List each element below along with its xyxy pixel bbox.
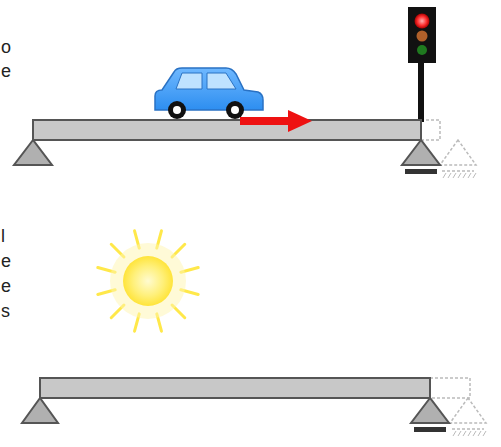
roller-base <box>405 169 437 174</box>
red-light <box>415 14 430 29</box>
signal-housing <box>408 7 436 63</box>
margin-text: e <box>1 252 11 270</box>
ghost-hatch <box>443 173 476 178</box>
amber-light <box>417 31 428 42</box>
beam <box>40 378 430 398</box>
ghost-roller <box>452 428 484 430</box>
green-light <box>417 45 427 55</box>
signal-pole <box>418 58 424 122</box>
pin-support <box>14 140 52 165</box>
pin-support <box>22 398 58 423</box>
ghost-beam <box>430 378 470 398</box>
sun <box>98 231 198 331</box>
margin-text: e <box>1 277 11 295</box>
roller-support <box>411 398 449 423</box>
margin-text: l <box>1 227 5 245</box>
force-arrow <box>240 110 312 132</box>
ghost-hatch <box>453 431 486 436</box>
ghost-beam <box>421 120 440 140</box>
margin-text: s <box>1 302 10 320</box>
car <box>155 68 263 119</box>
margin-text: o <box>1 38 11 56</box>
roller-base <box>414 427 446 432</box>
beam <box>33 120 421 140</box>
ghost-support <box>440 140 476 165</box>
ghost-roller <box>442 170 474 172</box>
ghost-support <box>450 398 486 423</box>
margin-text: e <box>1 62 11 80</box>
roller-support <box>402 140 440 165</box>
